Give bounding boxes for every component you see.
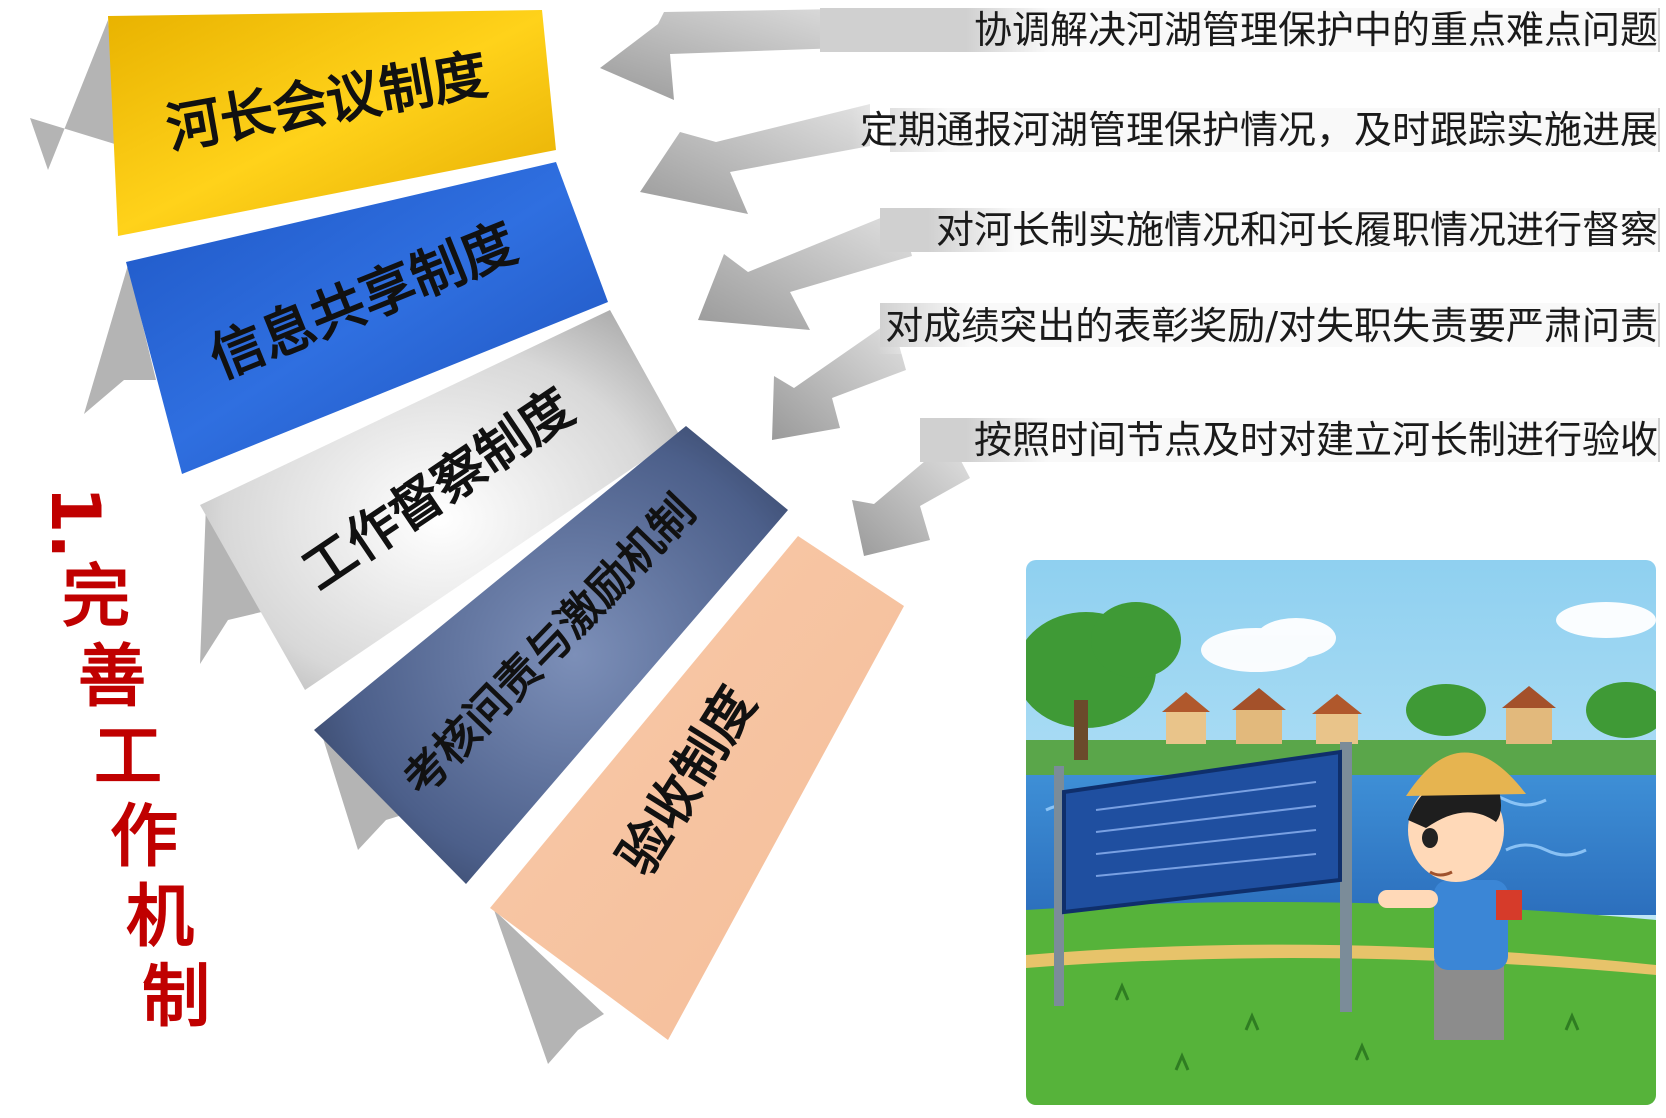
section-title-char: 制	[142, 958, 210, 1037]
section-title-char: 善	[78, 638, 146, 717]
description-2: 定期通报河湖管理保护情况，及时跟踪实施进展	[851, 102, 1658, 158]
description-4: 对成绩突出的表彰奖励/对失职失责要严肃问责	[877, 298, 1658, 354]
section-title-char: 完	[62, 558, 130, 637]
arrow-2	[640, 104, 870, 214]
description-5: 按照时间节点及时对建立河长制进行验收	[965, 412, 1658, 468]
arrow-3	[698, 210, 912, 330]
section-title-char: 工	[94, 718, 162, 797]
ribbon-fold-shadows	[30, 20, 604, 1064]
ribbon-5: 验收制度	[490, 536, 904, 1040]
ribbon-1: 河长会议制度	[108, 10, 556, 236]
arrow-4	[772, 320, 906, 440]
connector-arrows	[600, 8, 970, 556]
arrow-5	[852, 440, 970, 556]
section-title-char: 作	[110, 798, 178, 877]
section-title-char: 机	[126, 878, 194, 957]
description-1: 协调解决河湖管理保护中的重点难点问题	[965, 2, 1658, 58]
description-3: 对河长制实施情况和河长履职情况进行督察	[927, 202, 1658, 258]
river-patrol-illustration	[1026, 560, 1656, 1105]
section-title-char: 1.	[35, 486, 114, 559]
